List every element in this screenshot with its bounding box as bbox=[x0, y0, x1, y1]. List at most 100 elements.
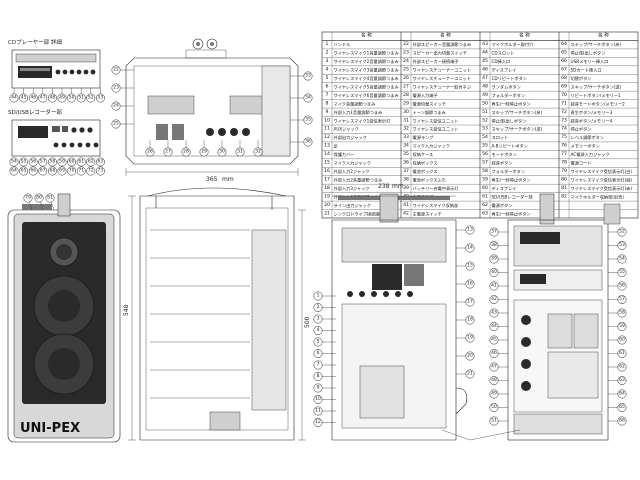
callout-bubble bbox=[47, 157, 57, 167]
jack[interactable] bbox=[371, 291, 377, 297]
sd-button[interactable] bbox=[93, 142, 99, 148]
callout-bubble bbox=[235, 147, 245, 157]
callout-number: 15 bbox=[467, 263, 473, 269]
cd-button[interactable] bbox=[83, 69, 89, 75]
jack[interactable] bbox=[395, 291, 401, 297]
control-knob[interactable] bbox=[218, 128, 226, 136]
sd-button[interactable] bbox=[77, 142, 83, 148]
parts-table-number: 32 bbox=[403, 126, 409, 132]
knob-center bbox=[196, 42, 200, 46]
cd-button[interactable] bbox=[90, 69, 96, 75]
jack[interactable] bbox=[347, 291, 353, 297]
parts-table-name: ワイヤレスチューナーユニット bbox=[413, 76, 472, 82]
parts-table-number: 30 bbox=[403, 109, 409, 115]
callout-number: 63 bbox=[98, 159, 104, 165]
parts-table-number: 63 bbox=[482, 210, 488, 216]
callout-number: 12 bbox=[315, 419, 321, 425]
callout-number: 11 bbox=[315, 408, 321, 414]
callout-number: 67 bbox=[40, 168, 46, 174]
parts-table-number: 2 bbox=[326, 50, 329, 56]
usb-slot bbox=[62, 126, 68, 132]
parts-table-number: 42 bbox=[403, 210, 409, 216]
callout-number: 49 bbox=[491, 391, 497, 397]
sd-button[interactable] bbox=[87, 127, 93, 133]
callout-number: 40 bbox=[491, 269, 497, 275]
parts-table-name: スピーカー出力切替スイッチ bbox=[413, 50, 467, 57]
parts-table-number: 13 bbox=[324, 143, 330, 149]
sd-button[interactable] bbox=[79, 127, 85, 133]
parts-table-name: バッテリー充電中表示灯 bbox=[413, 185, 460, 192]
callout-bubble bbox=[76, 93, 86, 103]
sd-button[interactable] bbox=[53, 142, 59, 148]
sd-button[interactable] bbox=[71, 127, 77, 133]
parts-table-number: 58 bbox=[482, 168, 488, 174]
sd-button[interactable] bbox=[69, 142, 75, 148]
parts-table-name: リピートボタン/メモリー1 bbox=[571, 92, 621, 99]
mixer-knob[interactable] bbox=[521, 315, 531, 325]
jack[interactable] bbox=[359, 291, 365, 297]
parts-table-number: 56 bbox=[482, 151, 488, 157]
parts-table-header: 名 称 bbox=[519, 32, 530, 39]
callout-number: 64 bbox=[11, 168, 17, 174]
sd-module-display bbox=[520, 274, 546, 284]
control-knob[interactable] bbox=[242, 128, 250, 136]
parts-table-name: SD/USBレコーダー部 bbox=[492, 193, 533, 200]
callout-bubble bbox=[489, 362, 499, 372]
callout-number: 44 bbox=[11, 95, 17, 101]
callout-bubble bbox=[465, 279, 475, 289]
callout-number: 43 bbox=[491, 310, 497, 316]
sd-button[interactable] bbox=[85, 142, 91, 148]
callout-number: 59 bbox=[59, 159, 65, 165]
rear-jacks bbox=[347, 291, 413, 297]
callout-number: 5 bbox=[317, 339, 320, 345]
callout-number: 73 bbox=[98, 168, 104, 174]
callout-bubble bbox=[57, 166, 67, 176]
parts-table-name: 保護カバー bbox=[334, 151, 355, 158]
parts-table-number: 26 bbox=[403, 75, 409, 81]
parts-table-name: 収納ボックス bbox=[413, 160, 438, 167]
jack[interactable] bbox=[407, 291, 413, 297]
callout-bubble bbox=[617, 241, 627, 250]
cd-button[interactable] bbox=[76, 69, 82, 75]
side-vent bbox=[251, 229, 287, 411]
callout-number: 61 bbox=[78, 159, 84, 165]
parts-table-name: ワイヤレスマイク5音量調節つまみ bbox=[334, 83, 399, 90]
front-width-dimension: 238 bbox=[378, 183, 390, 190]
callout-bubble bbox=[617, 416, 627, 426]
parts-table-name: 電源切替スイッチ bbox=[413, 100, 447, 107]
mixer-knob[interactable] bbox=[521, 359, 531, 369]
control-knob[interactable] bbox=[230, 128, 238, 136]
callout-bubble bbox=[67, 93, 77, 103]
control-knob[interactable] bbox=[206, 128, 214, 136]
parts-table-name: 電池ボックスふた bbox=[413, 176, 446, 183]
callout-number: 53 bbox=[98, 95, 104, 101]
callout-number: 25 bbox=[113, 121, 119, 127]
callout-bubble bbox=[489, 281, 499, 291]
mixer-knob[interactable] bbox=[521, 337, 531, 347]
callout-bubble bbox=[34, 193, 44, 203]
callout-number: 51 bbox=[78, 95, 84, 101]
cd-button[interactable] bbox=[55, 69, 61, 75]
parts-table-number: 75 bbox=[561, 134, 567, 140]
sd-unit-body bbox=[11, 119, 101, 157]
power-panel bbox=[513, 413, 603, 435]
parts-table-name: CDスロット bbox=[492, 51, 515, 56]
parts-table-number: 22 bbox=[403, 41, 409, 47]
parts-table-name: 外部出力ジャック bbox=[334, 134, 367, 141]
callout-bubble bbox=[95, 93, 105, 103]
sd-button[interactable] bbox=[61, 142, 67, 148]
cd-unit-body bbox=[11, 49, 101, 89]
callout-number: 6 bbox=[317, 350, 320, 356]
cd-button[interactable] bbox=[62, 69, 68, 75]
mixer-knob[interactable] bbox=[521, 381, 531, 391]
callout-bubble bbox=[28, 166, 38, 176]
callout-bubble bbox=[303, 93, 313, 103]
callout-bubble bbox=[95, 157, 105, 167]
parts-table-number: 59 bbox=[482, 176, 488, 182]
tuner-unit bbox=[372, 264, 402, 290]
jack[interactable] bbox=[383, 291, 389, 297]
sd-card-slot bbox=[52, 126, 60, 132]
callout-bubble bbox=[465, 243, 475, 253]
cd-button[interactable] bbox=[69, 69, 75, 75]
